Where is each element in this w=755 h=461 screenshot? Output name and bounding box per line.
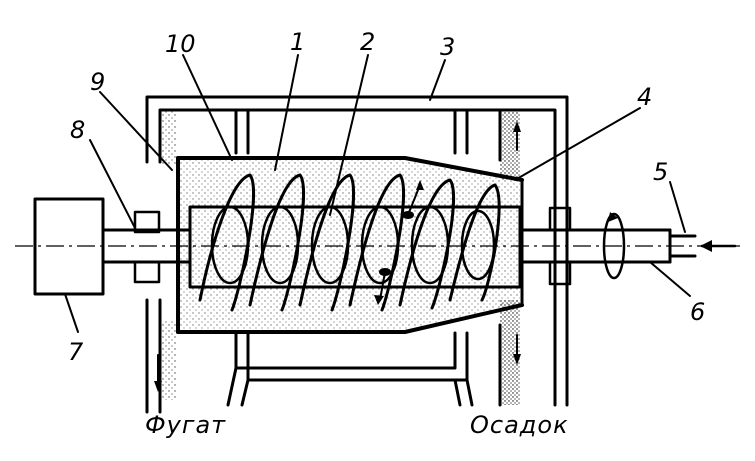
label-8: 8 xyxy=(70,116,85,144)
label-3: 3 xyxy=(440,33,455,61)
label-7: 7 xyxy=(68,338,84,366)
feed-openings xyxy=(374,180,424,305)
caption-fugat: Фугат xyxy=(145,411,226,439)
label-2: 2 xyxy=(360,28,375,56)
filtrate-drip-zone xyxy=(162,110,176,400)
label-9: 9 xyxy=(90,68,105,96)
flow-arrows xyxy=(154,121,521,392)
housing-frame xyxy=(145,95,569,414)
label-5: 5 xyxy=(653,158,668,186)
caption-osadok: Осадок xyxy=(470,411,569,439)
label-1: 1 xyxy=(290,28,305,56)
label-6: 6 xyxy=(690,298,705,326)
screw-conveyor xyxy=(188,173,522,312)
left-shaft xyxy=(101,210,192,284)
label-10: 10 xyxy=(165,30,196,58)
leader-lines xyxy=(64,54,691,333)
label-4: 4 xyxy=(637,83,652,111)
